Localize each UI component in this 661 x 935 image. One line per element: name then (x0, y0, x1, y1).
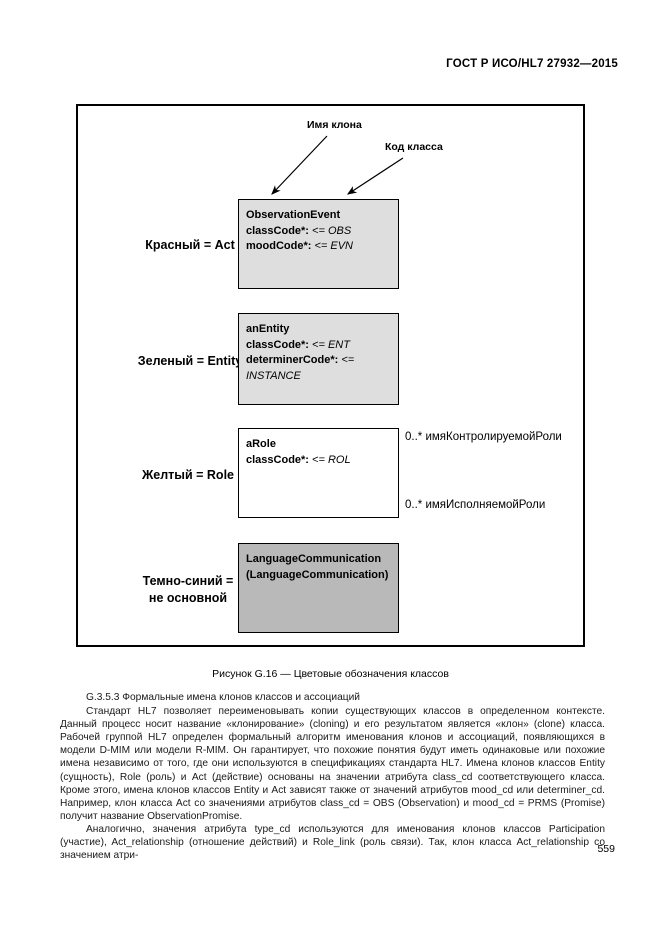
arrow-class-code (346, 157, 404, 195)
class-box-language-communication-subtitle: (LanguageCommunication) (246, 568, 389, 581)
role-note-controlled-role: 0..* имяКонтролируемойРоли (405, 431, 562, 443)
class-box-observation-event-title: ObservationEvent (246, 209, 341, 221)
attr-value: <= OBS (312, 224, 352, 237)
class-box-observation-event: ObservationEvent classCode*: <= OBS mood… (238, 199, 399, 289)
attr-name: determinerCode*: (246, 354, 339, 367)
attr-name: classCode*: (246, 338, 309, 351)
body-paragraph-1: Стандарт HL7 позволяет переименовывать к… (60, 706, 605, 822)
attr-name: classCode*: (246, 453, 309, 466)
callout-clone-name-label: Имя клона (307, 119, 362, 131)
legend-item-entity: Зеленый = Entity (137, 354, 243, 368)
figure-caption: Рисунок G.16 — Цветовые обозначения клас… (212, 668, 449, 680)
legend-item-role: Желтый = Role (141, 468, 234, 482)
class-box-observation-event-attr-moodcode: moodCode*: <= EVN (246, 239, 398, 255)
legend-item-non-main-line1: Темно-синий = (142, 574, 234, 588)
body-heading: G.3.5.3 Формальные имена клонов классов … (86, 692, 360, 703)
document-header-standard-id: ГОСТ Р ИСО/HL7 27932—2015 (446, 58, 618, 70)
legend-item-non-main-line2: не основной (148, 590, 228, 605)
callout-class-code-label: Код класса (385, 141, 443, 153)
legend-item-act: Красный = Act (145, 238, 235, 252)
class-box-language-communication-title: LanguageCommunication (246, 553, 382, 565)
body-text: G.3.5.3 Формальные имена клонов классов … (60, 691, 605, 862)
attr-value: <= INSTANCE (246, 354, 355, 382)
attr-name: classCode*: (246, 224, 309, 237)
role-note-played-role: 0..* имяИсполняемойРоли (405, 499, 546, 511)
class-box-an-entity-attr-determinercode: determinerCode*: <= INSTANCE (246, 353, 398, 384)
class-box-an-entity-title: anEntity (246, 323, 290, 335)
class-box-language-communication: LanguageCommunication (LanguageCommunica… (238, 543, 399, 633)
class-box-a-role-attr-classcode: classCode*: <= ROL (246, 453, 398, 469)
attr-value: <= ROL (312, 453, 351, 466)
attr-name: moodCode*: (246, 240, 312, 253)
class-box-an-entity-attr-classcode: classCode*: <= ENT (246, 338, 398, 354)
page-number: 559 (597, 843, 615, 855)
body-paragraph-2: Аналогично, значения атрибута type_cd ис… (60, 823, 605, 862)
class-box-a-role-title: aRole (246, 438, 276, 450)
class-box-a-role: aRole classCode*: <= ROL (238, 428, 399, 518)
legend-item-non-main: Темно-синий = не основной (108, 573, 268, 607)
attr-value: <= EVN (314, 240, 353, 253)
arrow-clone-name (271, 135, 328, 195)
attr-value: <= ENT (312, 338, 350, 351)
class-box-an-entity: anEntity classCode*: <= ENT determinerCo… (238, 313, 399, 405)
class-box-observation-event-attr-classcode: classCode*: <= OBS (246, 224, 398, 240)
figure-frame: Имя клона Код класса Красный = Act Зелен… (76, 104, 585, 647)
